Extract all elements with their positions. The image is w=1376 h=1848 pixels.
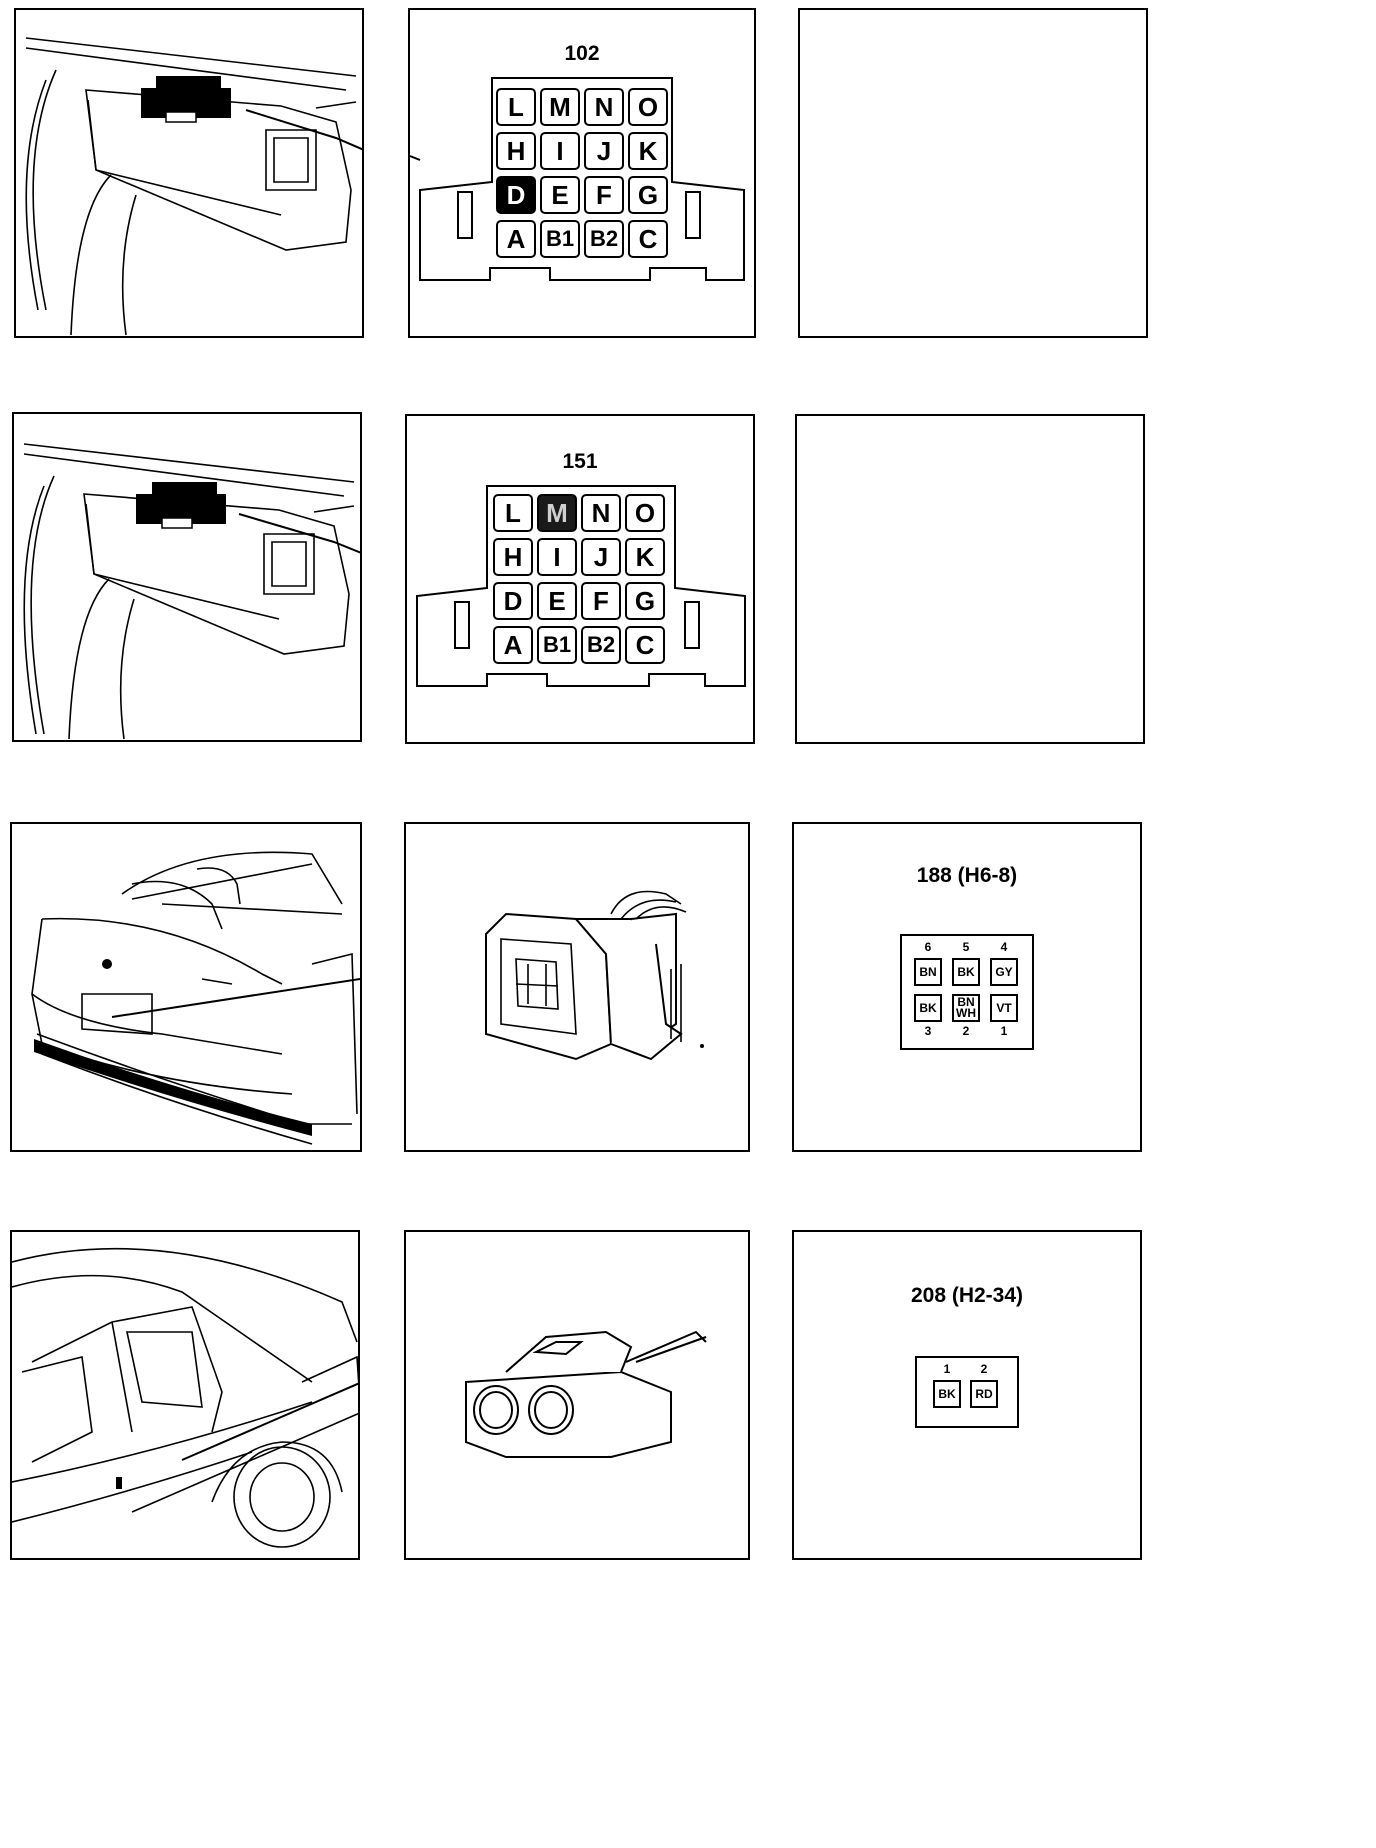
pin-cavity: GY [990, 958, 1018, 986]
connector-label: 208 (H2-34) [910, 1284, 1024, 1307]
pin-cavity: BK [952, 958, 980, 986]
pin-i: I [537, 538, 577, 576]
pin-g: G [625, 582, 665, 620]
pin-e: E [540, 176, 580, 214]
pin-c: C [628, 220, 668, 258]
two-pin-connector-icon [465, 1330, 707, 1459]
pin-e: E [537, 582, 577, 620]
pin-b1: B1 [540, 220, 580, 258]
pinout-frame [900, 934, 1034, 1050]
pin-b2: B2 [584, 220, 624, 258]
pin-number: 2 [980, 1362, 988, 1376]
pin-k: K [625, 538, 665, 576]
row1-blank-panel [798, 8, 1148, 338]
row4-location-panel [10, 1230, 360, 1560]
pin-cavity: BN WH [952, 994, 980, 1022]
pin-j: J [581, 538, 621, 576]
pin-c: C [625, 626, 665, 664]
row2-location-panel [12, 412, 362, 742]
dashboard-locator-icon [25, 37, 362, 336]
pin-number: 1 [943, 1362, 951, 1376]
pin-g: G [628, 176, 668, 214]
pin-o: O [628, 88, 668, 126]
pin-cavity: RD [970, 1380, 998, 1408]
connector-label: 151 [562, 450, 598, 473]
pin-l: L [493, 494, 533, 532]
pin-d: D [496, 176, 536, 214]
pin-f: F [584, 176, 624, 214]
pin-k: K [628, 132, 668, 170]
dashboard-locator-icon [23, 443, 360, 740]
pin-d: D [493, 582, 533, 620]
connector-label: 188 (H6-8) [916, 864, 1018, 887]
pin-j: J [584, 132, 624, 170]
pin-h: H [496, 132, 536, 170]
pin-n: N [581, 494, 621, 532]
connector-label: 102 [564, 42, 600, 65]
pin-cavity: VT [990, 994, 1018, 1022]
pin-h: H [493, 538, 533, 576]
pin-n: N [584, 88, 624, 126]
pin-number: 2 [962, 1024, 970, 1038]
rear-quarter-car-locator-icon [12, 1247, 358, 1548]
pin-m: M [540, 88, 580, 126]
row1-location-panel [14, 8, 364, 338]
pin-cavity: BK [933, 1380, 961, 1408]
pin-cavity: BK [914, 994, 942, 1022]
pin-number: 3 [924, 1024, 932, 1038]
pin-number: 6 [924, 940, 932, 954]
pin-o: O [625, 494, 665, 532]
pin-a: A [496, 220, 536, 258]
pin-cavity: BN [914, 958, 942, 986]
row4-connector-panel [404, 1230, 750, 1560]
pin-a: A [493, 626, 533, 664]
pin-number: 4 [1000, 940, 1008, 954]
row3-connector-panel [404, 822, 750, 1152]
rear-car-locator-icon [31, 851, 360, 1145]
pin-l: L [496, 88, 536, 126]
pin-i: I [540, 132, 580, 170]
pin-b1: B1 [537, 626, 577, 664]
pinout-frame [915, 1356, 1019, 1428]
row4-pinout-panel: 208 (H2-34) 1 2 BK RD [792, 1230, 1142, 1560]
row2-blank-panel [795, 414, 1145, 744]
row3-pinout-panel: 188 (H6-8) 6 5 4 BN BK GY BK BN WH VT 3 … [792, 822, 1142, 1152]
pin-f: F [581, 582, 621, 620]
pin-m: M [537, 494, 577, 532]
pin-number: 5 [962, 940, 970, 954]
pin-number: 1 [1000, 1024, 1008, 1038]
connector-housing-icon [485, 890, 704, 1061]
row3-location-panel [10, 822, 362, 1152]
pin-b2: B2 [581, 626, 621, 664]
